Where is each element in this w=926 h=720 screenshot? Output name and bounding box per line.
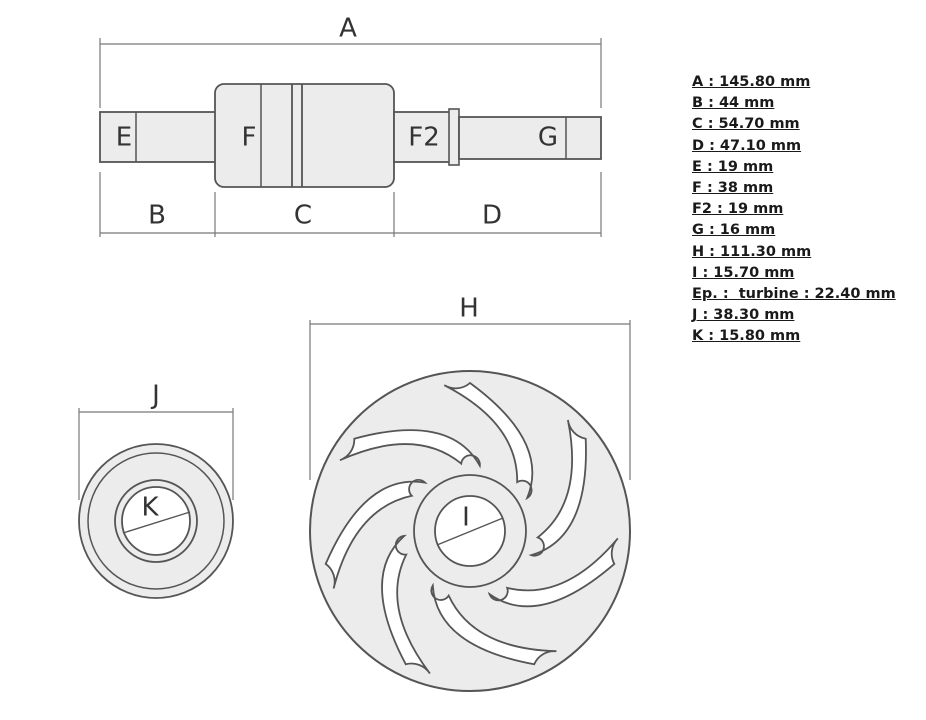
dimension-i-line bbox=[436, 517, 504, 546]
left-shaft bbox=[99, 111, 217, 163]
spec-item: E : 19 mm bbox=[692, 158, 774, 175]
impeller-vane bbox=[443, 381, 534, 501]
spec-item: H : 111.30 mm bbox=[692, 243, 812, 260]
seal-inner-ring bbox=[87, 452, 225, 590]
spec-item: J : 38.30 mm bbox=[692, 307, 795, 324]
spec-item: D : 47.10 mm bbox=[692, 137, 802, 154]
dimension-a-label: A bbox=[339, 14, 357, 44]
dimension-spec-list: A : 145.80 mm B : 44 mm C : 54.70 mm D : 47… bbox=[692, 72, 896, 348]
spec-item: G : 16 mm bbox=[692, 222, 776, 239]
impeller-vanes bbox=[324, 381, 619, 675]
right-shaft bbox=[458, 116, 602, 160]
spec-item: Ep. : turbine : 22.40 mm bbox=[692, 286, 896, 303]
dimension-k-label: K bbox=[141, 493, 159, 523]
impeller-vane bbox=[339, 429, 481, 469]
impeller-vane bbox=[487, 537, 619, 608]
dimension-g-label: G bbox=[538, 123, 558, 153]
dimension-i-label: I bbox=[462, 503, 470, 533]
shaft-assembly: A E F F2 G B C D bbox=[99, 14, 602, 237]
dimension-f2-label: F2 bbox=[408, 123, 440, 153]
dimension-j-label: J bbox=[150, 381, 160, 411]
spec-item: I : 15.70 mm bbox=[692, 264, 795, 281]
right-shaft-flange bbox=[448, 108, 460, 166]
seal-ring: J K bbox=[78, 381, 234, 599]
impeller-vane bbox=[381, 534, 431, 675]
impeller-vane bbox=[324, 478, 428, 589]
spec-item: B : 44 mm bbox=[692, 95, 775, 112]
dimension-b-label: B bbox=[148, 201, 166, 231]
spec-item: A : 145.80 mm bbox=[692, 74, 811, 90]
spec-item: K : 15.80 mm bbox=[692, 328, 801, 345]
dimension-h-label: H bbox=[459, 294, 479, 324]
impeller-vane bbox=[528, 419, 587, 557]
seal-bore bbox=[121, 486, 191, 556]
dimension-k-line bbox=[122, 511, 191, 534]
spec-item: F2 : 19 mm bbox=[692, 201, 784, 218]
impeller-vane bbox=[430, 582, 557, 666]
dimension-e-label: E bbox=[116, 123, 132, 153]
dimension-c-label: C bbox=[294, 201, 312, 231]
dimension-d-label: D bbox=[482, 201, 502, 231]
dimension-f-label: F bbox=[242, 123, 257, 153]
spec-item: C : 54.70 mm bbox=[692, 116, 800, 133]
spec-item: F : 38 mm bbox=[692, 180, 774, 197]
impeller: H I bbox=[309, 294, 631, 692]
